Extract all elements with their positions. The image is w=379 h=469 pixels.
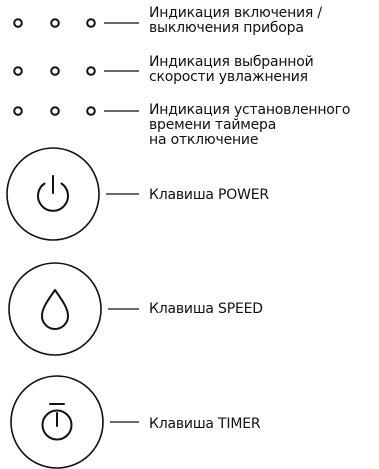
speed-indicator-label-line-2: скорости увлажнения [149,69,308,85]
power-indicator-label-line-2: выключения прибора [149,20,304,36]
timer-indicator-led-3 [86,106,96,116]
power-button-label: Клавиша POWER [149,187,269,203]
speed-button[interactable] [8,262,102,356]
speed-indicator-led-2 [50,66,60,76]
timer-indicator-led-2 [50,106,60,116]
speed-indicator-label-line-1: Индикация выбранной [149,54,314,70]
timer-indicator-led-1 [13,106,23,116]
power-indicator-label-line-1: Индикация включения / [149,5,322,21]
timer-button[interactable] [10,375,104,469]
power-indicator-led-2 [50,18,60,28]
speed-indicator-led-1 [13,66,23,76]
power-icon [37,175,69,212]
power-indicator-label: Индикация включения / выключения прибора [149,6,322,36]
power-indicator-led-3 [86,18,96,28]
droplet-icon [41,289,69,330]
timer-indicator-label-line-2: времени таймера [149,117,277,133]
timer-indicator-label-line-3: на отключение [149,132,259,148]
speed-indicator-led-3 [86,66,96,76]
timer-indicator-label-line-1: Индикация установленного [149,102,351,118]
timer-icon [41,403,73,441]
timer-button-label: Клавиша TIMER [149,416,261,432]
timer-indicator-label: Индикация установленного времени таймера… [149,103,350,148]
power-button[interactable] [6,147,100,241]
speed-indicator-label: Индикация выбранной скорости увлажнения [149,55,314,85]
speed-button-label: Клавиша SPEED [149,301,263,317]
power-indicator-led-1 [13,18,23,28]
